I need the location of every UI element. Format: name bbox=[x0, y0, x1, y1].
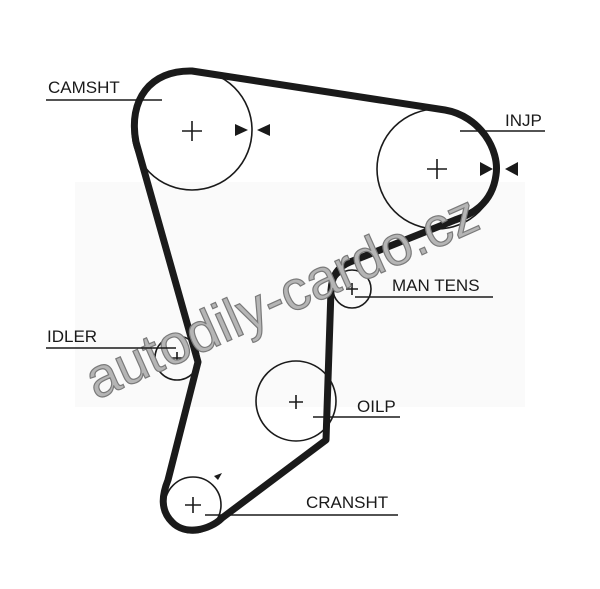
timing-mark-icon bbox=[257, 124, 270, 136]
camshaft-label: CAMSHT bbox=[48, 78, 120, 97]
timing-mark-icon bbox=[235, 124, 248, 136]
injp-center-icon bbox=[427, 159, 447, 179]
camshaft-center-icon bbox=[182, 121, 202, 141]
oilp-label: OILP bbox=[357, 397, 396, 416]
crankshaft-label: CRANSHT bbox=[306, 493, 388, 512]
crankshaft-center-icon bbox=[185, 497, 201, 513]
center-marks bbox=[171, 121, 447, 513]
idler-center-icon bbox=[171, 352, 183, 364]
timing-marks bbox=[214, 124, 518, 480]
injp-label: INJP bbox=[505, 111, 542, 130]
timing-mark-icon bbox=[505, 162, 518, 176]
timing-belt bbox=[130, 67, 500, 534]
idler-label: IDLER bbox=[47, 327, 97, 346]
timing-mark-icon bbox=[214, 473, 222, 480]
oil-pump-pulley bbox=[255, 360, 337, 442]
oilp-center-icon bbox=[289, 395, 303, 409]
tensioner-center-icon bbox=[346, 283, 358, 295]
timing-mark-icon bbox=[480, 162, 493, 176]
tensioner-label: MAN TENS bbox=[392, 276, 480, 295]
